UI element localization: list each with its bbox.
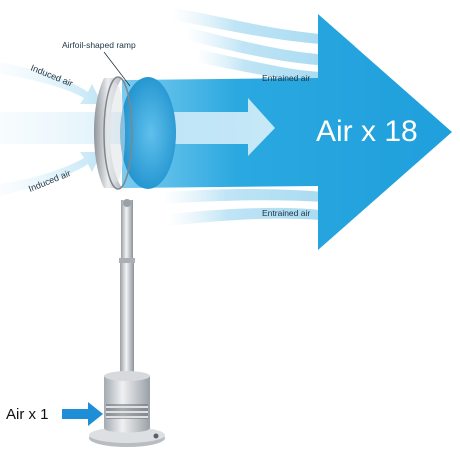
ramp-leader-line	[103, 51, 131, 87]
induced-air-arrows	[0, 62, 102, 196]
main-air-flow-arrow	[122, 14, 452, 250]
label-airfoil-ramp: Airfoil-shaped ramp	[62, 40, 136, 50]
fan-base	[89, 371, 165, 447]
fan-loop-amplifier	[94, 76, 176, 190]
label-induced-air-bottom: Induced air	[27, 168, 72, 194]
label-air-input: Air x 1	[6, 406, 49, 423]
label-entrained-air-top: Entrained air	[262, 73, 310, 83]
label-air-output: Air x 18	[316, 115, 418, 148]
label-entrained-air-bottom: Entrained air	[262, 208, 310, 218]
air-input-arrow	[62, 402, 103, 426]
fan-stand-pole	[119, 199, 135, 373]
